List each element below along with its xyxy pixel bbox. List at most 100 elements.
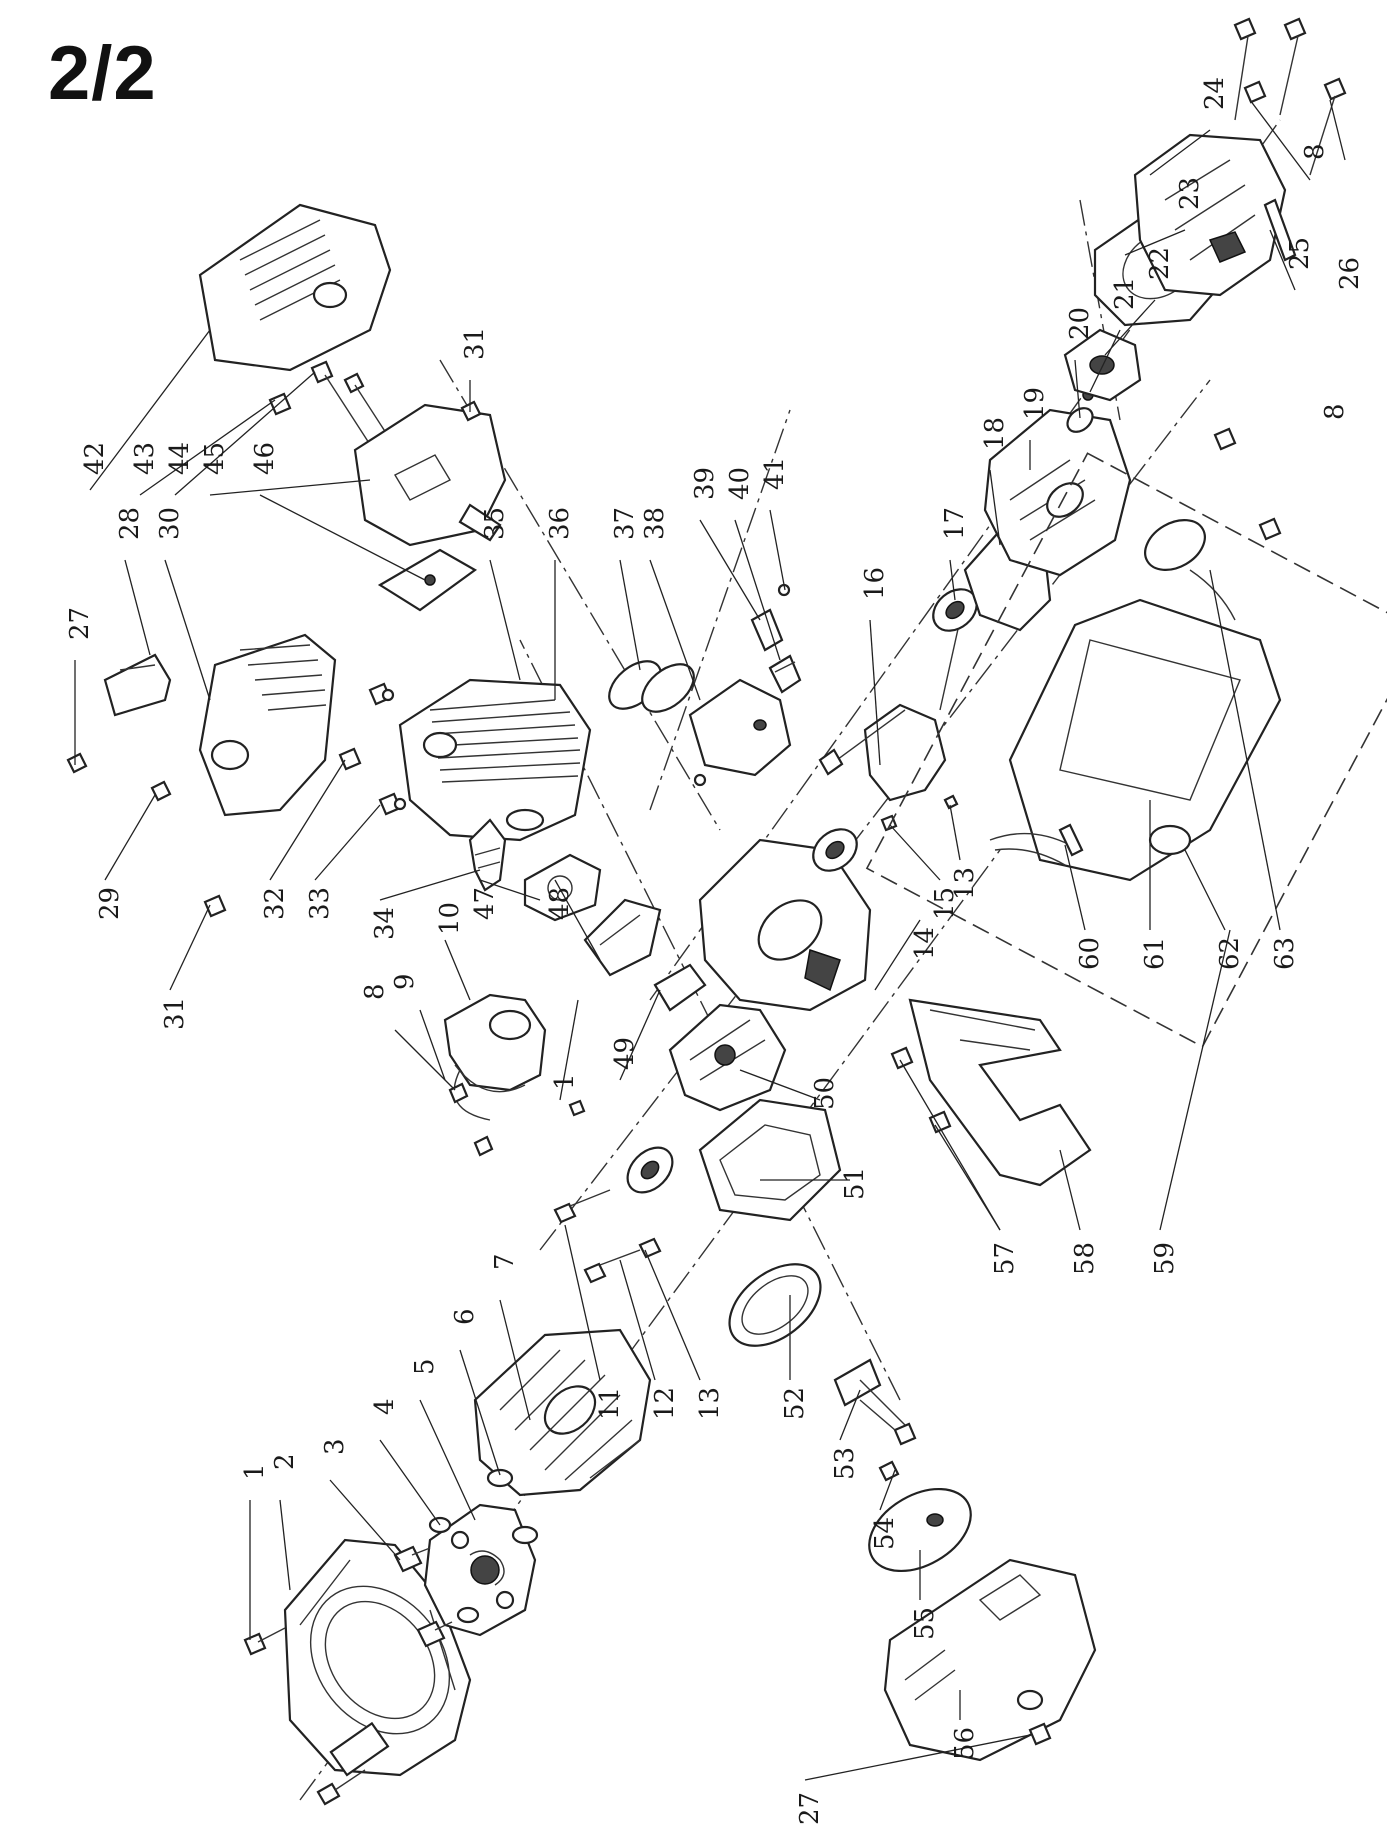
ref-label-24: 24 <box>1200 77 1230 110</box>
ref-label-1a: 1 <box>240 1463 270 1480</box>
ref-label-7: 7 <box>490 1253 520 1270</box>
fuel-tank <box>1008 598 1282 882</box>
fuel-hoses <box>989 823 1084 866</box>
cylinder-cover <box>198 203 392 372</box>
ref-label-43: 43 <box>130 442 160 475</box>
crankcase-left <box>698 838 872 1012</box>
ref-label-41: 41 <box>760 457 790 490</box>
fan-washers <box>486 1468 539 1545</box>
ref-label-60: 60 <box>1075 937 1105 970</box>
ref-label-35: 35 <box>480 507 510 540</box>
tank-screws <box>1213 427 1282 541</box>
crankshaft <box>818 619 961 802</box>
ref-label-4: 4 <box>370 1398 400 1415</box>
ref-label-23: 23 <box>1175 177 1205 210</box>
ref-label-2: 2 <box>270 1453 300 1470</box>
ref-label-48: 48 <box>545 887 575 920</box>
piston <box>688 678 792 777</box>
ref-label-55: 55 <box>910 1607 940 1640</box>
housing-screws <box>1233 17 1347 176</box>
clutch-assembly <box>423 1503 537 1637</box>
ref-label-57: 57 <box>990 1242 1020 1275</box>
ref-label-3: 3 <box>320 1438 350 1455</box>
ref-label-14: 14 <box>910 927 940 960</box>
ref-label-6: 6 <box>450 1308 480 1325</box>
ref-label-8c: 8 <box>1320 403 1350 420</box>
ref-label-20: 20 <box>1065 307 1095 340</box>
bracket-bolts <box>890 1046 952 1134</box>
ref-label-62: 62 <box>1215 937 1245 970</box>
piston-rings <box>608 660 695 713</box>
muffler-bolts <box>268 360 411 471</box>
ref-label-1b: 1 <box>550 1073 580 1090</box>
needle-bearing <box>768 654 802 694</box>
ref-label-44: 44 <box>165 442 195 475</box>
air-cover-screw <box>1028 1722 1052 1746</box>
carburetor-gasket <box>653 963 707 1012</box>
ref-label-59: 59 <box>1150 1242 1180 1275</box>
ref-label-38: 38 <box>640 507 670 540</box>
ref-label-34: 34 <box>370 907 400 940</box>
crankcase-right <box>983 408 1132 577</box>
ref-label-42: 42 <box>80 442 110 475</box>
clutch-housing <box>1133 133 1287 297</box>
carburetor <box>668 1003 787 1112</box>
muffler-gasket <box>377 548 478 612</box>
air-filter-cover <box>883 1558 1097 1762</box>
choke-lever <box>833 1358 906 1426</box>
callout-leaders <box>74 99 1346 1781</box>
ref-label-17: 17 <box>940 507 970 540</box>
ref-label-54: 54 <box>870 1517 900 1550</box>
ref-label-32: 32 <box>260 887 290 920</box>
cylinder-bolts <box>338 682 407 816</box>
ref-label-19: 19 <box>1020 387 1050 420</box>
ref-label-31b: 31 <box>160 997 190 1030</box>
starter-screw-bottom <box>316 1769 366 1806</box>
fuel-cap <box>1144 519 1236 621</box>
ref-label-31a: 31 <box>460 327 490 360</box>
ref-label-12: 12 <box>650 1387 680 1420</box>
ref-label-37: 37 <box>610 507 640 540</box>
ref-label-36: 36 <box>545 507 575 540</box>
ref-label-27b: 27 <box>795 1792 825 1825</box>
ref-label-53: 53 <box>830 1447 860 1480</box>
ref-label-49: 49 <box>610 1037 640 1070</box>
page-title: 2/2 <box>48 31 157 116</box>
ref-label-63: 63 <box>1270 937 1300 970</box>
ref-label-28: 28 <box>115 507 145 540</box>
spark-plug <box>468 818 507 892</box>
ref-label-9: 9 <box>390 973 420 990</box>
air-filter-bolt <box>859 1399 917 1446</box>
crank-bolts-left <box>553 1189 662 1284</box>
starter-pulley <box>626 1146 674 1194</box>
ref-label-15: 15 <box>930 887 960 920</box>
throttle-rod <box>1263 198 1297 262</box>
ref-label-13b: 13 <box>950 867 980 900</box>
tank-bracket <box>908 998 1092 1187</box>
crank-key <box>880 794 959 832</box>
ref-label-22: 22 <box>1145 247 1175 280</box>
ref-label-46: 46 <box>250 442 280 475</box>
ref-label-33: 33 <box>305 887 335 920</box>
ref-label-50: 50 <box>810 1077 840 1110</box>
ref-label-16: 16 <box>860 567 890 600</box>
ref-label-58: 58 <box>1070 1242 1100 1275</box>
ref-label-8b: 8 <box>1300 143 1330 160</box>
flywheel-fan <box>473 1328 652 1497</box>
coil-screws <box>448 1082 586 1157</box>
intake-manifold <box>583 898 662 977</box>
cylinder-shroud <box>198 633 337 817</box>
air-filter-base <box>698 1098 842 1222</box>
ref-label-56: 56 <box>950 1727 980 1760</box>
ref-label-8a: 8 <box>360 983 390 1000</box>
cylinder <box>398 678 592 842</box>
ref-label-26: 26 <box>1335 257 1365 290</box>
ref-label-29: 29 <box>95 887 125 920</box>
air-filter-element <box>728 1263 822 1347</box>
muffler <box>353 403 507 547</box>
ref-label-45: 45 <box>200 442 230 475</box>
starter-screw-left <box>243 1627 286 1656</box>
ref-label-21: 21 <box>1110 277 1140 310</box>
ref-label-52: 52 <box>780 1387 810 1420</box>
